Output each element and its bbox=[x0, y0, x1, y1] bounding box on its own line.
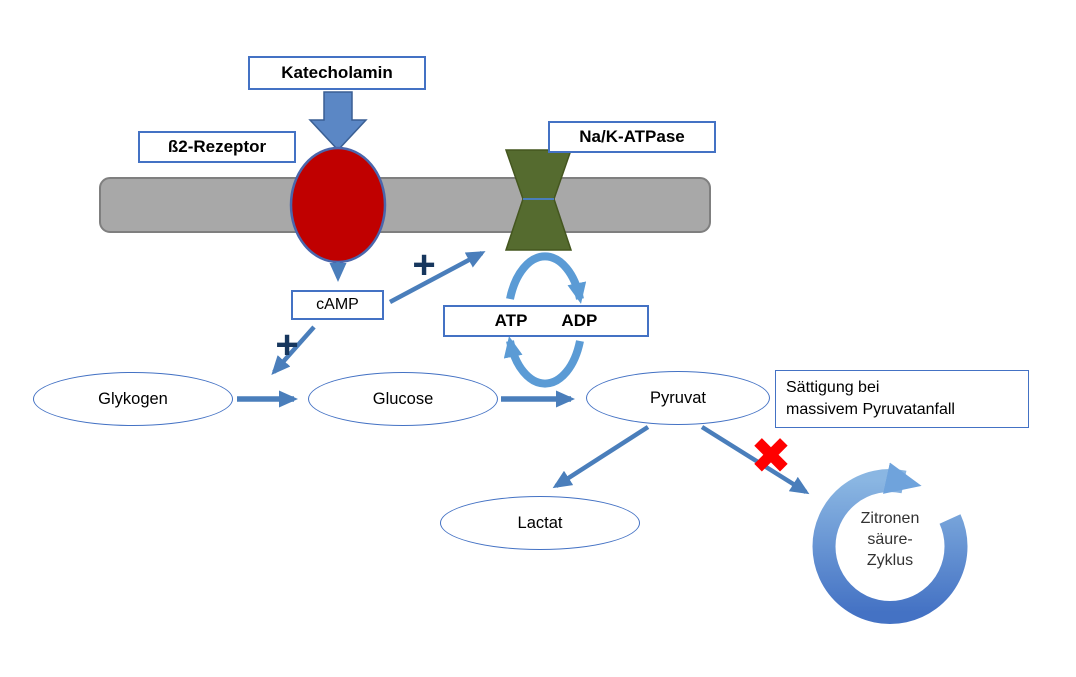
zyklus-line3: Zyklus bbox=[866, 551, 914, 569]
arrow-camp-to-atpase bbox=[388, 251, 486, 304]
arrow-camp-to-glykogenolysis bbox=[271, 325, 316, 375]
atp-adp-label-box: ATP ADP bbox=[443, 305, 649, 337]
blocked-x-icon: ✖ bbox=[750, 428, 792, 484]
saettigung-annotation-box: Sättigung bei massivem Pyruvatanfall bbox=[775, 370, 1029, 428]
adp-label: ADP bbox=[561, 311, 598, 330]
camp-label-box: cAMP bbox=[291, 290, 384, 320]
saettigung-line1: Sättigung bei bbox=[786, 379, 880, 396]
cell-membrane bbox=[99, 177, 711, 233]
node-pyruvat: Pyruvat bbox=[586, 371, 770, 425]
zitronensaeure-zyklus-ring bbox=[812, 462, 968, 624]
b2-rezeptor-label-box: ß2-Rezeptor bbox=[138, 131, 296, 163]
arrow-pyruvat-to-lactat bbox=[552, 425, 650, 489]
saettigung-line2: massivem Pyruvatanfall bbox=[786, 400, 955, 418]
zyklus-line2: säure- bbox=[867, 530, 913, 548]
atp-adp-cycle-arc-bottom bbox=[503, 336, 584, 388]
atp-label: ATP bbox=[494, 311, 528, 330]
node-glykogen: Glykogen bbox=[33, 372, 233, 426]
katecholamin-label-box: Katecholamin bbox=[248, 56, 426, 90]
nak-atpase-label-box: Na/K-ATPase bbox=[548, 121, 716, 153]
b2-receptor-shape bbox=[289, 146, 387, 264]
plus-sign-glykogenolysis: + bbox=[275, 322, 299, 367]
node-lactat: Lactat bbox=[440, 496, 640, 550]
zyklus-line1: Zitronen bbox=[860, 510, 920, 527]
zitronensaeure-zyklus-label: Zitronen säure- Zyklus bbox=[833, 509, 947, 571]
node-glucose: Glucose bbox=[308, 372, 498, 426]
plus-sign-atpase: + bbox=[412, 242, 436, 287]
atp-adp-cycle-arc-top bbox=[506, 252, 587, 304]
katecholamin-down-arrow bbox=[308, 91, 368, 152]
arrow-pyruvat-to-zyklus bbox=[700, 425, 810, 495]
